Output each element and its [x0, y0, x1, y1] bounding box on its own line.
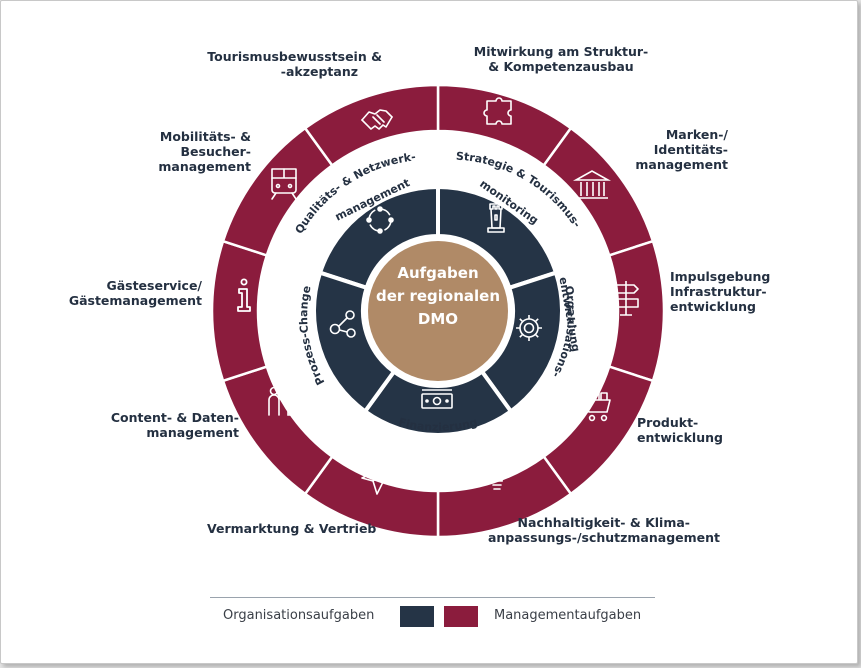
- label-tourismusbewusstsein: Tourismusbewusstsein & -akzeptanz: [207, 49, 382, 79]
- label-nachhaltigkeit: Nachhaltigkeit- & Klima- anpassungs-/sch…: [487, 515, 720, 545]
- train-icon: [271, 168, 297, 200]
- gear-icon: [516, 315, 542, 341]
- inner-ring-organisation: [312, 184, 564, 437]
- legend: Organisationsaufgaben Managementaufgaben: [210, 606, 655, 628]
- inner-label-fin: Finanzierung: [397, 416, 479, 434]
- label-content: Content- & Daten- management: [110, 410, 239, 440]
- legend-divider: [210, 597, 655, 598]
- cycle-arrows-icon: [366, 206, 394, 234]
- handshake-icon: [361, 109, 393, 130]
- center-title: Aufgaben der regionalen DMO: [375, 264, 501, 328]
- network-nodes-icon: [329, 310, 356, 338]
- legend-label-organisation: Organisationsaufgaben: [223, 608, 375, 623]
- tower-icon: [487, 203, 505, 233]
- legend-swatch-organisation: [400, 606, 434, 627]
- label-mitwirkung: Mitwirkung am Struktur- & Kompetenzausba…: [473, 44, 649, 74]
- outer-segment-tourismus: [303, 83, 440, 168]
- label-impuls: Impulsgebung Infrastruktur- entwicklung: [670, 269, 771, 314]
- label-mobilitaet: Mobilitäts- & Besucher- management: [158, 129, 251, 174]
- label-marken: Marken-/ Identitäts- management: [635, 127, 728, 172]
- outer-segment-impuls: [607, 239, 666, 383]
- label-vermarktung: Vermarktung & Vertrieb: [207, 521, 377, 536]
- shopping-cart-icon: [578, 389, 611, 422]
- inner-segment-proz: [312, 270, 397, 415]
- lightbulb-icon: [485, 454, 509, 490]
- info-icon: [237, 278, 251, 312]
- building-columns-icon: [572, 170, 612, 199]
- banknote-icon: [421, 389, 453, 409]
- legend-label-management: Managementaufgaben: [494, 608, 642, 623]
- people-idea-icon: [268, 386, 297, 416]
- center-disc: [368, 241, 508, 381]
- label-produkt: Produkt- entwicklung: [637, 415, 723, 445]
- paper-plane-icon: [361, 463, 393, 495]
- outer-ring-management: [210, 83, 666, 539]
- label-gaesteservice: Gästeservice/ Gästemanagement: [68, 278, 202, 308]
- legend-swatch-management: [444, 606, 478, 627]
- signpost-icon: [613, 281, 639, 316]
- puzzle-icon: [483, 97, 512, 125]
